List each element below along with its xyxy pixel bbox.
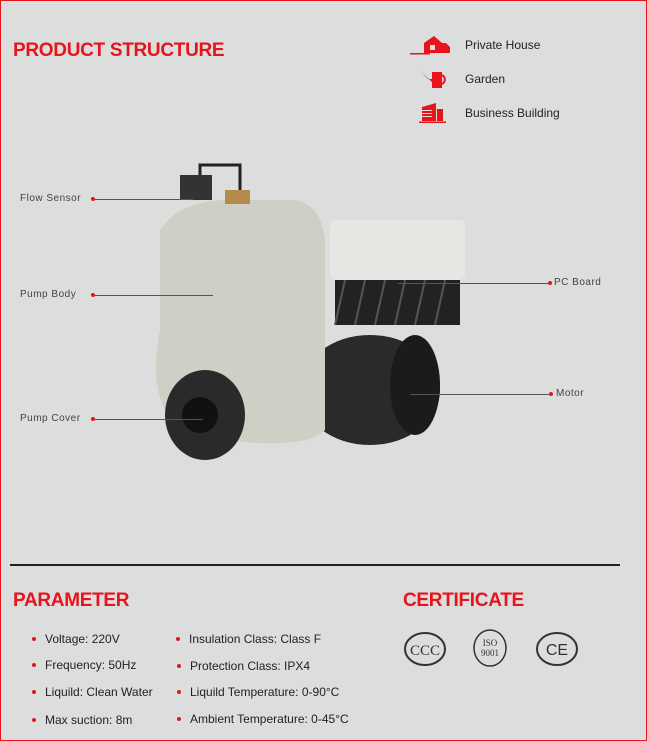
application-label: Garden [465, 72, 506, 86]
page-title: PRODUCT STRUCTURE [13, 40, 225, 61]
label-motor: Motor [556, 388, 585, 399]
param-item: Liquild Temperature: 0-90°C [176, 685, 340, 699]
param-item: Ambient Temperature: 0-45°C [177, 712, 349, 726]
param-item: Frequency: 50Hz [31, 658, 137, 672]
label-pump-cover: Pump Cover [20, 413, 81, 424]
application-garden: Garden [418, 71, 506, 88]
certificate-title: CERTIFICATE [403, 590, 524, 611]
leader-line [398, 283, 548, 284]
leader-line [93, 419, 203, 420]
label-pc-board: PC Board [554, 277, 602, 288]
svg-text:CE: CE [546, 642, 568, 659]
application-private-house: Private House [410, 36, 541, 55]
parameter-title: PARAMETER [13, 590, 130, 611]
label-pump-body: Pump Body [20, 289, 77, 300]
ce-certificate-icon: CE [536, 632, 578, 666]
application-business-building: Business Building [418, 103, 560, 123]
svg-text:9001: 9001 [481, 648, 499, 658]
param-item: Protection Class: IPX4 [176, 659, 311, 673]
svg-text:CCC: CCC [410, 643, 440, 659]
application-label: Private House [465, 38, 541, 52]
pump-image [156, 163, 465, 460]
ccc-certificate-icon: CCC [404, 632, 446, 666]
param-item: Max suction: 8m [31, 713, 133, 727]
param-item: Voltage: 220V [32, 632, 120, 646]
leader-line [93, 295, 213, 296]
house-icon [410, 36, 450, 55]
svg-text:ISO: ISO [483, 638, 498, 648]
param-item: Insulation Class: Class F [175, 632, 322, 646]
building-icon [419, 103, 446, 123]
leader-line [93, 199, 193, 200]
marker-dot [549, 392, 553, 396]
section-divider [10, 564, 620, 566]
label-flow-sensor: Flow Sensor [20, 193, 82, 204]
leader-line [410, 394, 549, 395]
marker-dot [548, 281, 552, 285]
application-label: Business Building [465, 106, 560, 120]
watering-can-icon [420, 71, 446, 88]
param-item: Liquild: Clean Water [32, 685, 153, 699]
